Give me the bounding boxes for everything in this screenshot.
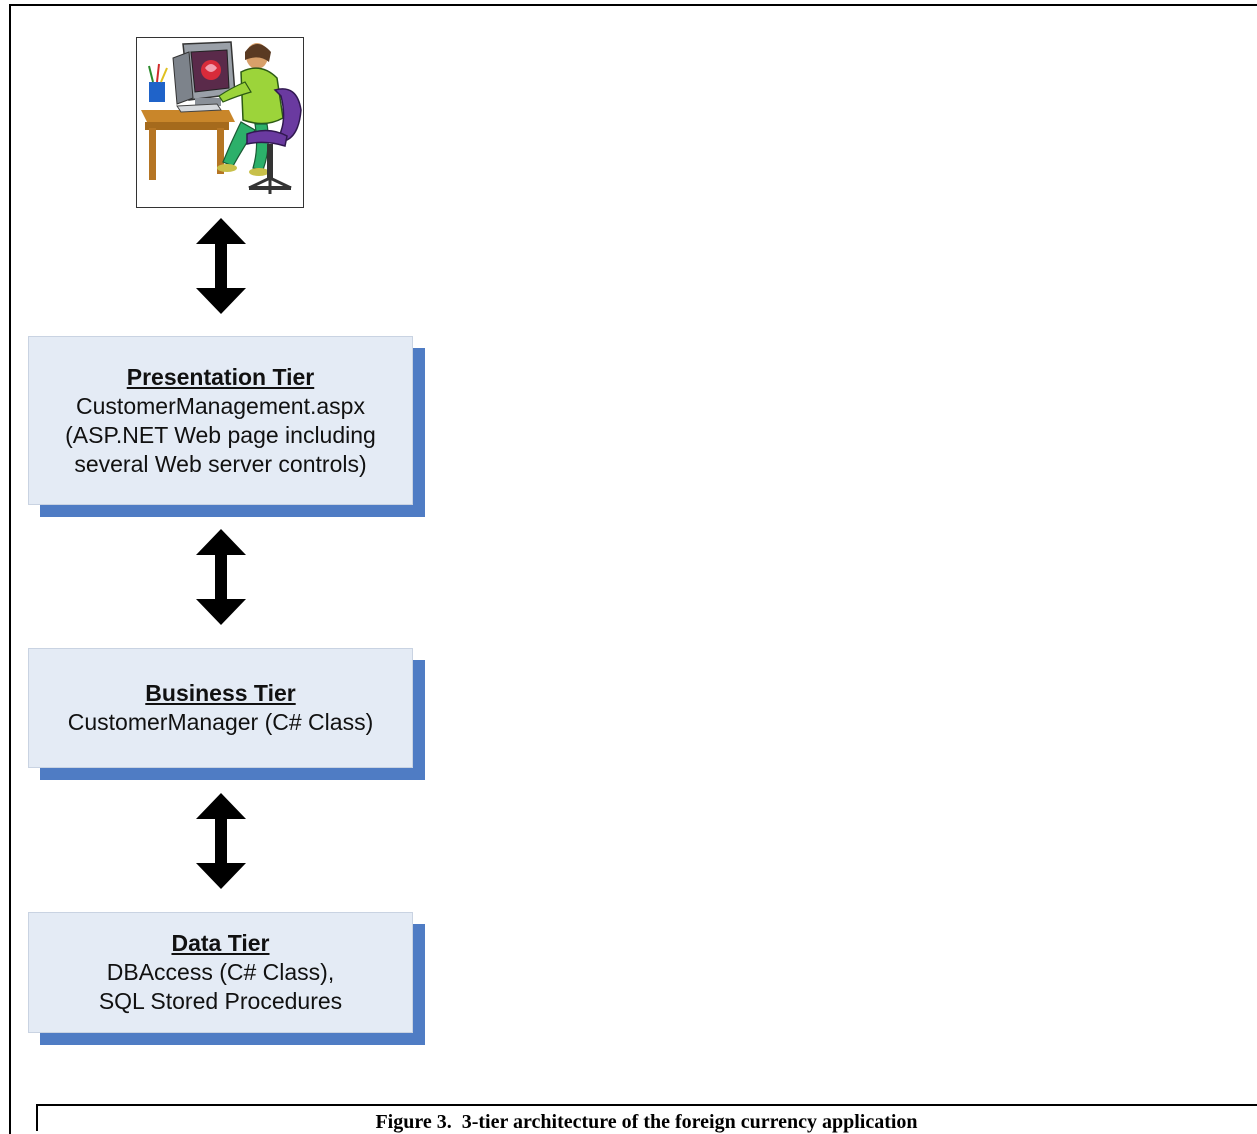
tier-line: (ASP.NET Web page including [65,421,376,448]
tier-title: Data Tier [171,930,270,956]
tier-title: Business Tier [145,680,296,706]
tier-line: CustomerManagement.aspx [76,392,365,419]
tier-line: CustomerManager (C# Class) [67,709,374,735]
double-arrow-icon [196,218,246,314]
figure-frame [9,4,1257,1134]
double-arrow-icon [196,529,246,625]
double-arrow-icon [196,793,246,889]
caption-divider-left [36,1104,38,1131]
figure-caption: Figure 3. 3-tier architecture of the for… [375,1111,918,1133]
data-tier-box: Data Tier DBAccess (C# Class), SQL Store… [28,912,413,1033]
tier-line: DBAccess (C# Class), [106,959,335,985]
presentation-tier-box: Presentation Tier CustomerManagement.asp… [28,336,413,505]
business-tier-box: Business Tier CustomerManager (C# Class) [28,648,413,768]
tier-line: SQL Stored Procedures [98,988,343,1014]
caption-divider [36,1104,1257,1106]
person-at-computer-icon [136,37,304,208]
tier-line: several Web server controls) [74,450,367,477]
tier-title: Presentation Tier [126,363,315,390]
